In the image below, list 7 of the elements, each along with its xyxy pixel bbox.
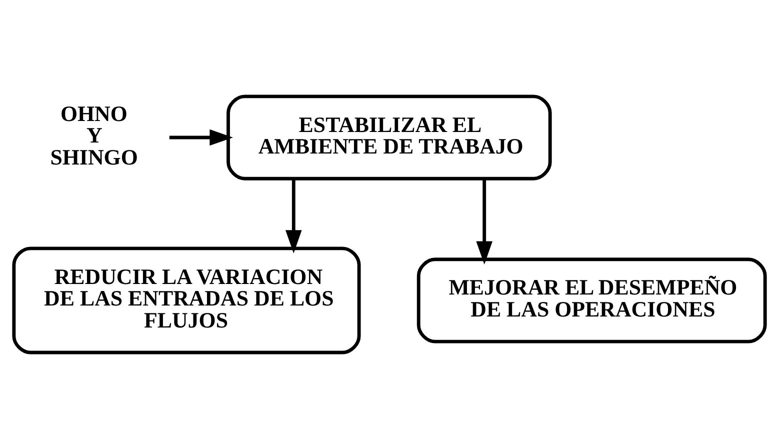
arrow [476,178,492,265]
arrow [169,129,233,146]
arrow [285,178,302,254]
node-box: REDUCIR LA VARIACION DE LAS ENTRADAS DE LOS FLUJOS [12,246,361,354]
node-text: OHNO Y SHINGO [50,100,138,170]
node-box: MEJORAR EL DESEMPEÑO DE LAS OPERACIONES [416,258,767,344]
node-box: ESTABILIZAR EL AMBIENTE DE TRABAJO [226,94,552,180]
